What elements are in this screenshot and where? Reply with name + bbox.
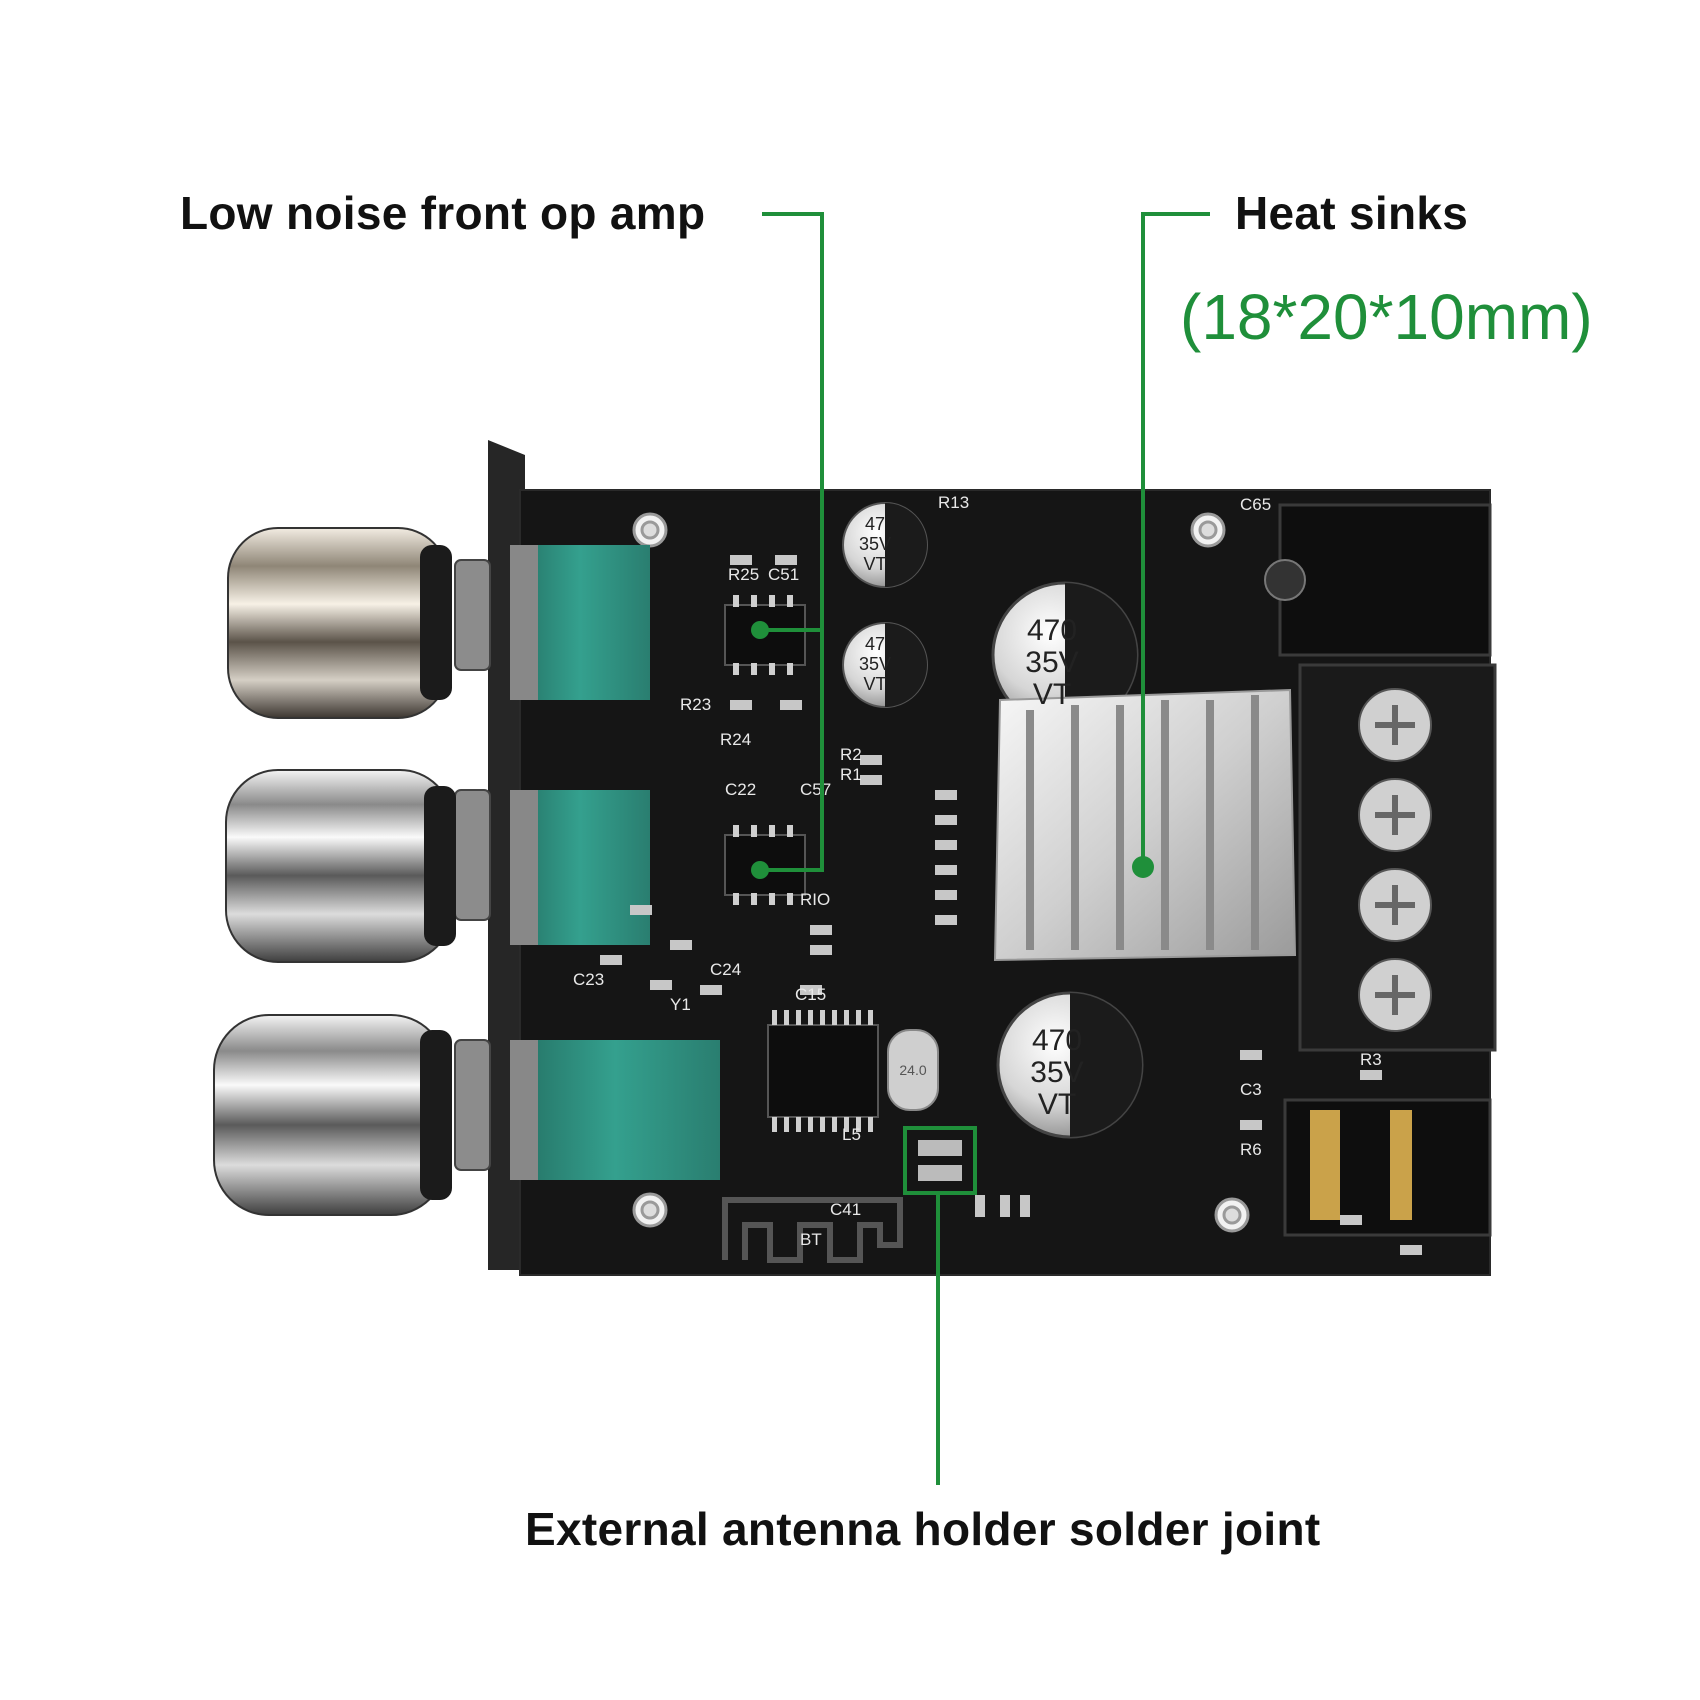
svg-text:35V: 35V (859, 534, 891, 554)
capacitor-large-2 (996, 991, 1144, 1139)
svg-text:RIO: RIO (800, 890, 830, 909)
svg-text:35V: 35V (1025, 646, 1078, 679)
capacitor-small-1 (842, 502, 928, 588)
svg-text:R6: R6 (1240, 1140, 1262, 1159)
leader-heat-sink (1141, 212, 1210, 867)
svg-text:BT: BT (800, 1230, 822, 1249)
knob-nuts (454, 559, 491, 1171)
potentiometer-volume (510, 1040, 720, 1180)
svg-text:470: 470 (1027, 614, 1077, 647)
amplifier-ic (767, 1010, 879, 1132)
leader-op-amp (762, 212, 824, 872)
svg-text:VT: VT (863, 554, 886, 574)
svg-text:35V: 35V (859, 654, 891, 674)
capacitor-values: 470 35V VT 470 35V VT (1025, 614, 1083, 1121)
svg-text:C57: C57 (800, 780, 831, 799)
crystal: 24.0 (887, 1029, 939, 1111)
dc-jack (1264, 503, 1492, 657)
svg-text:R25: R25 (728, 565, 759, 584)
svg-text:47: 47 (865, 634, 885, 654)
svg-text:R24: R24 (720, 730, 751, 749)
potentiometer-bass (510, 545, 650, 700)
smd-components (600, 555, 1422, 1255)
svg-text:C3: C3 (1240, 1080, 1262, 1099)
svg-text:R23: R23 (680, 695, 711, 714)
svg-text:VT: VT (1033, 678, 1071, 711)
knob-treble-icon (225, 769, 456, 963)
svg-text:470: 470 (1032, 1024, 1082, 1057)
svg-text:R13: R13 (938, 493, 969, 512)
svg-text:VT: VT (863, 674, 886, 694)
silkscreen-labels: R25 C51 R13 C65 R23 R24 R2 R1 C22 C57 RI… (573, 493, 1382, 1249)
callout-antenna: External antenna holder solder joint (525, 1503, 1321, 1555)
svg-text:C65: C65 (1240, 495, 1271, 514)
svg-text:R2: R2 (840, 745, 862, 764)
svg-text:C22: C22 (725, 780, 756, 799)
svg-text:47: 47 (865, 514, 885, 534)
svg-text:VT: VT (1038, 1088, 1076, 1121)
callout-dots (751, 621, 1154, 879)
crystal-label: 24.0 (899, 1062, 926, 1078)
capacitor-large-1 (991, 581, 1139, 729)
svg-text:C23: C23 (573, 970, 604, 989)
callout-heat-sink-size: (18*20*10mm) (1180, 281, 1593, 353)
svg-text:R3: R3 (1360, 1050, 1382, 1069)
capacitor-small-2 (842, 622, 928, 708)
small-capacitor-values: 47 35V VT 47 35V VT (859, 514, 891, 694)
svg-text:L5: L5 (842, 1125, 861, 1144)
svg-text:35V: 35V (1030, 1056, 1083, 1089)
callout-heat-sinks: Heat sinks (1235, 187, 1469, 239)
knob-bass-icon (227, 527, 452, 719)
antenna-solder-pad (903, 1126, 977, 1195)
svg-text:R1: R1 (840, 765, 862, 784)
callout-leader-lines (762, 212, 1210, 1485)
svg-text:Y1: Y1 (670, 995, 691, 1014)
svg-text:C15: C15 (795, 985, 826, 1004)
bluetooth-antenna-trace (722, 1197, 903, 1263)
svg-text:C51: C51 (768, 565, 799, 584)
svg-text:C41: C41 (830, 1200, 861, 1219)
screw-terminal-block (1298, 663, 1497, 1052)
mounting-holes (632, 512, 1250, 1233)
svg-text:C24: C24 (710, 960, 741, 979)
callout-op-amp: Low noise front op amp (180, 187, 706, 239)
potentiometer-treble (510, 790, 650, 945)
knob-volume-icon (213, 1014, 452, 1216)
audio-jack (1283, 1098, 1492, 1237)
